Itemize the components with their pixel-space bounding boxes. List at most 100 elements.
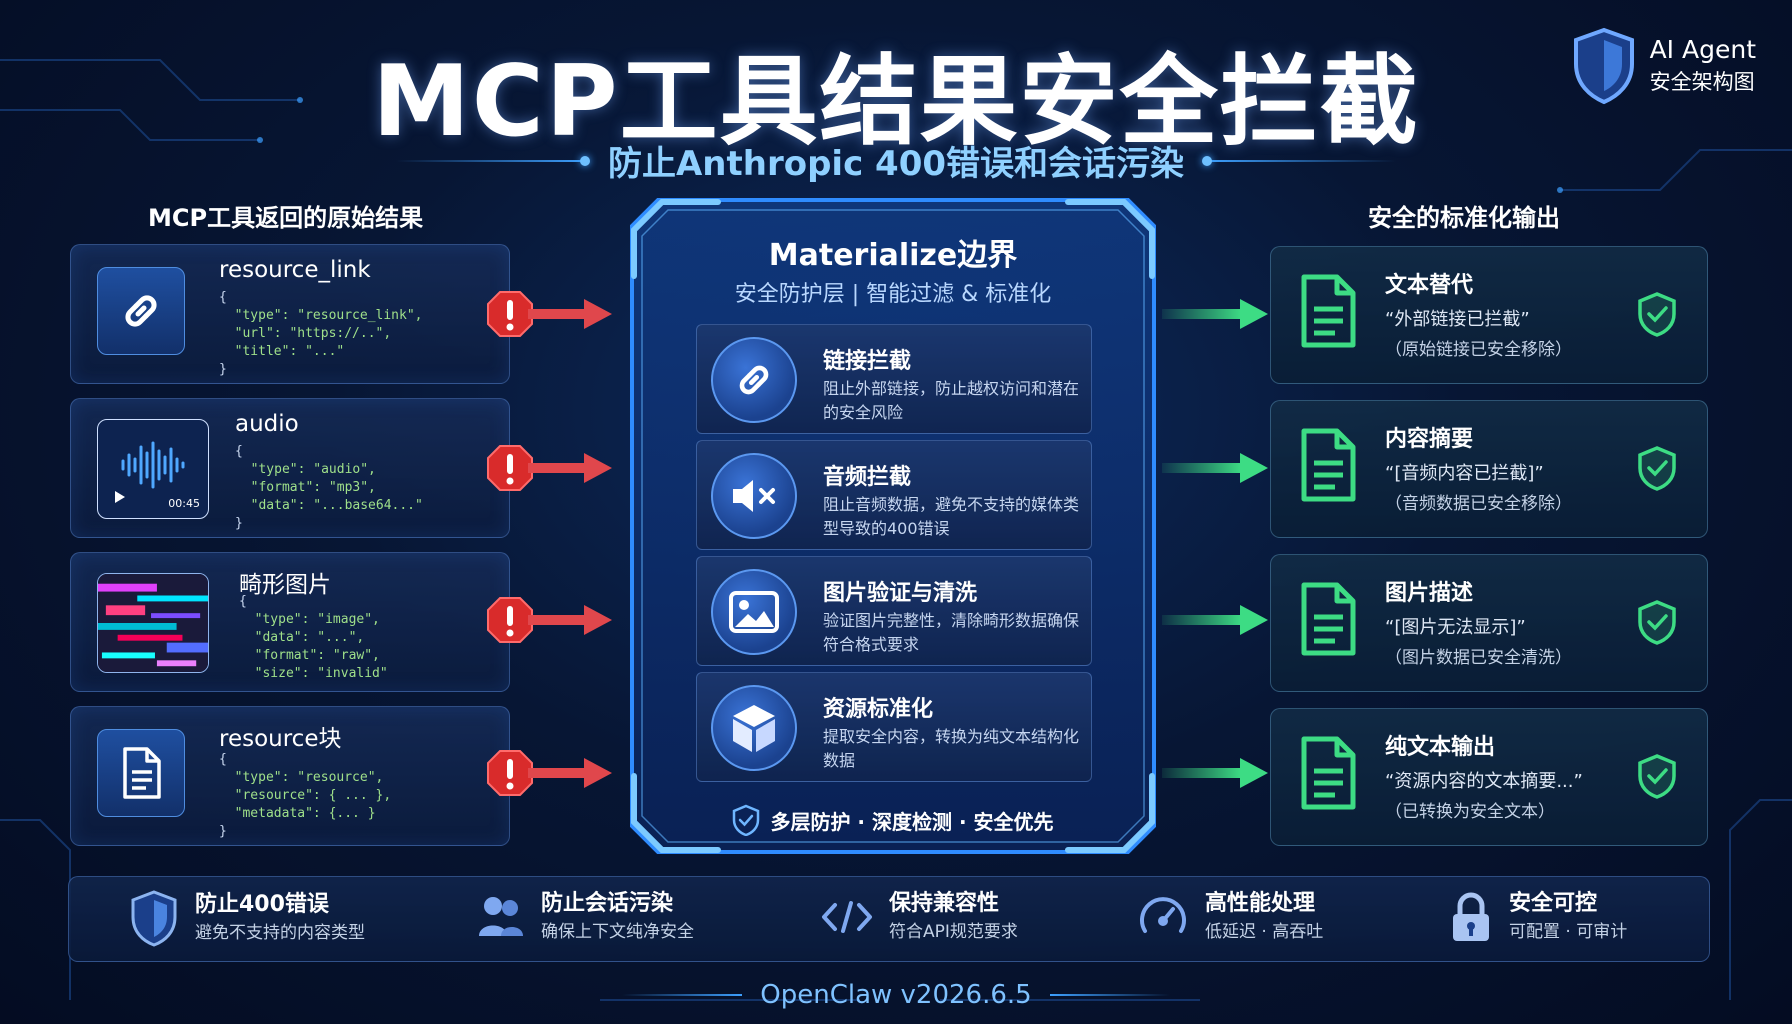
footer: OpenClaw v2026.6.5 [0, 980, 1792, 1010]
benefit-item: 防止400错误 避免不支持的内容类型 [129, 889, 365, 947]
shield-check-icon [733, 804, 760, 836]
red-arrow-icon [528, 299, 612, 329]
feature-description: 提取安全内容，转换为纯文本结构化数据 [823, 727, 1080, 770]
subtitle-row: 防止Anthropic 400错误和会话污染 [0, 136, 1792, 185]
shield-icon [1573, 27, 1634, 105]
shield-check-icon [1638, 600, 1676, 645]
cube-icon [711, 685, 797, 771]
output-title: 纯文本输出 [1385, 735, 1496, 760]
glitched-image-icon [97, 573, 209, 673]
warning-icon [487, 445, 533, 491]
materialize-boundary-panel: Materialize边界 安全防护层 | 智能过滤 & 标准化 链接拦截 阻止… [628, 196, 1158, 856]
output-text: “[图片无法显示]” [1385, 617, 1526, 638]
warning-icon [487, 291, 533, 337]
benefit-description: 可配置 · 可审计 [1509, 922, 1628, 942]
warning-icon [487, 597, 533, 643]
benefit-title: 高性能处理 [1205, 891, 1316, 916]
speedometer-icon [1140, 897, 1186, 933]
document-icon [97, 729, 185, 817]
benefit-description: 符合API规范要求 [889, 922, 1018, 942]
output-note: （已转换为安全文本） [1385, 802, 1555, 822]
result-json: { "type": "audio", "format": "mp3", "dat… [235, 444, 423, 531]
red-arrow-icon [528, 605, 612, 635]
document-icon [1301, 274, 1356, 348]
feature-audio-block: 音频拦截 阻止音频数据，避免不支持的媒体类型导致的400错误 [696, 440, 1092, 550]
benefit-title: 安全可控 [1509, 891, 1598, 916]
brand-caption: 安全架构图 [1649, 70, 1755, 94]
red-arrow-icon [528, 758, 612, 788]
benefit-item: 防止会话污染 确保上下文纯净安全 [477, 889, 694, 945]
shield-check-icon [1638, 754, 1676, 799]
result-json: { "type": "resource", "resource": { ... … [219, 752, 392, 839]
benefits-bar: 防止400错误 避免不支持的内容类型 防止会话污染 确保上下文纯净安全 保持兼容… [68, 876, 1710, 962]
benefit-item: 高性能处理 低延迟 · 高吞吐 [1137, 889, 1323, 945]
shield-check-icon [1638, 292, 1676, 337]
feature-title: 资源标准化 [823, 697, 934, 722]
page-subtitle: 防止Anthropic 400错误和会话污染 [607, 144, 1185, 184]
mute-speaker-icon [711, 453, 797, 539]
output-note: （音频数据已安全移除） [1385, 494, 1572, 514]
boundary-footer: 多层防护 · 深度检测 · 安全优先 [628, 804, 1158, 836]
feature-title: 音频拦截 [823, 465, 912, 490]
left-column-title: MCP工具返回的原始结果 [148, 204, 424, 232]
divider [622, 994, 743, 996]
audio-waveform-icon: 00:45 [97, 419, 209, 519]
result-type-name: resource_link [219, 257, 371, 283]
feature-resource-block: 资源标准化 提取安全内容，转换为纯文本结构化数据 [696, 672, 1092, 782]
lock-icon [1453, 892, 1489, 941]
document-icon [1301, 736, 1356, 810]
benefit-item: 安全可控 可配置 · 可审计 [1449, 889, 1627, 945]
feature-description: 阻止音频数据，避免不支持的媒体类型导致的400错误 [823, 495, 1080, 538]
raw-result-card: 畸形图片 { "type": "image", "data": "...", "… [70, 552, 510, 692]
feature-description: 验证图片完整性，清除畸形数据确保符合格式要求 [823, 611, 1080, 654]
users-icon [479, 897, 523, 936]
boundary-footer-text: 多层防护 · 深度检测 · 安全优先 [770, 809, 1054, 834]
output-text: “资源内容的文本摘要...” [1385, 771, 1583, 792]
result-json: { "type": "resource_link", "url": "https… [219, 290, 423, 377]
boundary-title: Materialize边界 [768, 238, 1018, 273]
feature-title: 链接拦截 [823, 349, 912, 374]
image-icon [711, 569, 797, 655]
shield-check-icon [1638, 446, 1676, 491]
document-icon [1301, 582, 1356, 656]
version-label: OpenClaw v2026.6.5 [760, 980, 1032, 1010]
green-arrow-icon [1162, 299, 1268, 329]
divider [395, 155, 590, 166]
feature-link-block: 链接拦截 阻止外部链接，防止越权访问和潜在的安全风险 [696, 324, 1092, 434]
code-icon [822, 901, 872, 933]
divider [1049, 994, 1170, 996]
output-title: 内容摘要 [1385, 427, 1474, 452]
red-arrow-icon [528, 453, 612, 483]
raw-result-card: resource块 { "type": "resource", "resourc… [70, 706, 510, 846]
safe-output-card: 内容摘要 “[音频内容已拦截]” （音频数据已安全移除） [1270, 400, 1708, 538]
boundary-subtitle: 安全防护层 | 智能过滤 & 标准化 [734, 282, 1052, 307]
benefit-description: 低延迟 · 高吞吐 [1205, 922, 1324, 942]
benefit-title: 防止400错误 [195, 892, 329, 917]
brand-name: AI Agent [1649, 35, 1756, 64]
benefit-title: 保持兼容性 [889, 891, 1000, 916]
result-json: { "type": "image", "data": "...", "forma… [239, 594, 388, 681]
benefit-description: 避免不支持的内容类型 [195, 923, 365, 943]
output-note: （图片数据已安全清洗） [1385, 648, 1572, 668]
link-icon [97, 267, 185, 355]
benefit-description: 确保上下文纯净安全 [541, 922, 694, 942]
output-text: “[音频内容已拦截]” [1385, 463, 1544, 484]
document-icon [1301, 428, 1356, 502]
result-type-name: resource块 [219, 726, 342, 752]
benefit-item: 保持兼容性 符合API规范要求 [821, 889, 1018, 945]
green-arrow-icon [1162, 605, 1268, 635]
raw-result-card: 00:45 audio { "type": "audio", "format":… [70, 398, 510, 538]
output-title: 图片描述 [1385, 581, 1474, 606]
output-text: “外部链接已拦截” [1385, 309, 1530, 330]
green-arrow-icon [1162, 453, 1268, 483]
page-title: MCP工具结果安全拦截 [372, 45, 1420, 159]
raw-result-card: resource_link { "type": "resource_link",… [70, 244, 510, 384]
shield-icon [131, 890, 177, 947]
safe-output-card: 纯文本输出 “资源内容的文本摘要...” （已转换为安全文本） [1270, 708, 1708, 846]
result-type-name: audio [235, 411, 299, 437]
output-note: （原始链接已安全移除） [1385, 340, 1572, 360]
right-column-title: 安全的标准化输出 [1368, 204, 1560, 232]
feature-description: 阻止外部链接，防止越权访问和潜在的安全风险 [823, 379, 1080, 422]
warning-icon [487, 750, 533, 796]
audio-duration: 00:45 [168, 497, 200, 510]
